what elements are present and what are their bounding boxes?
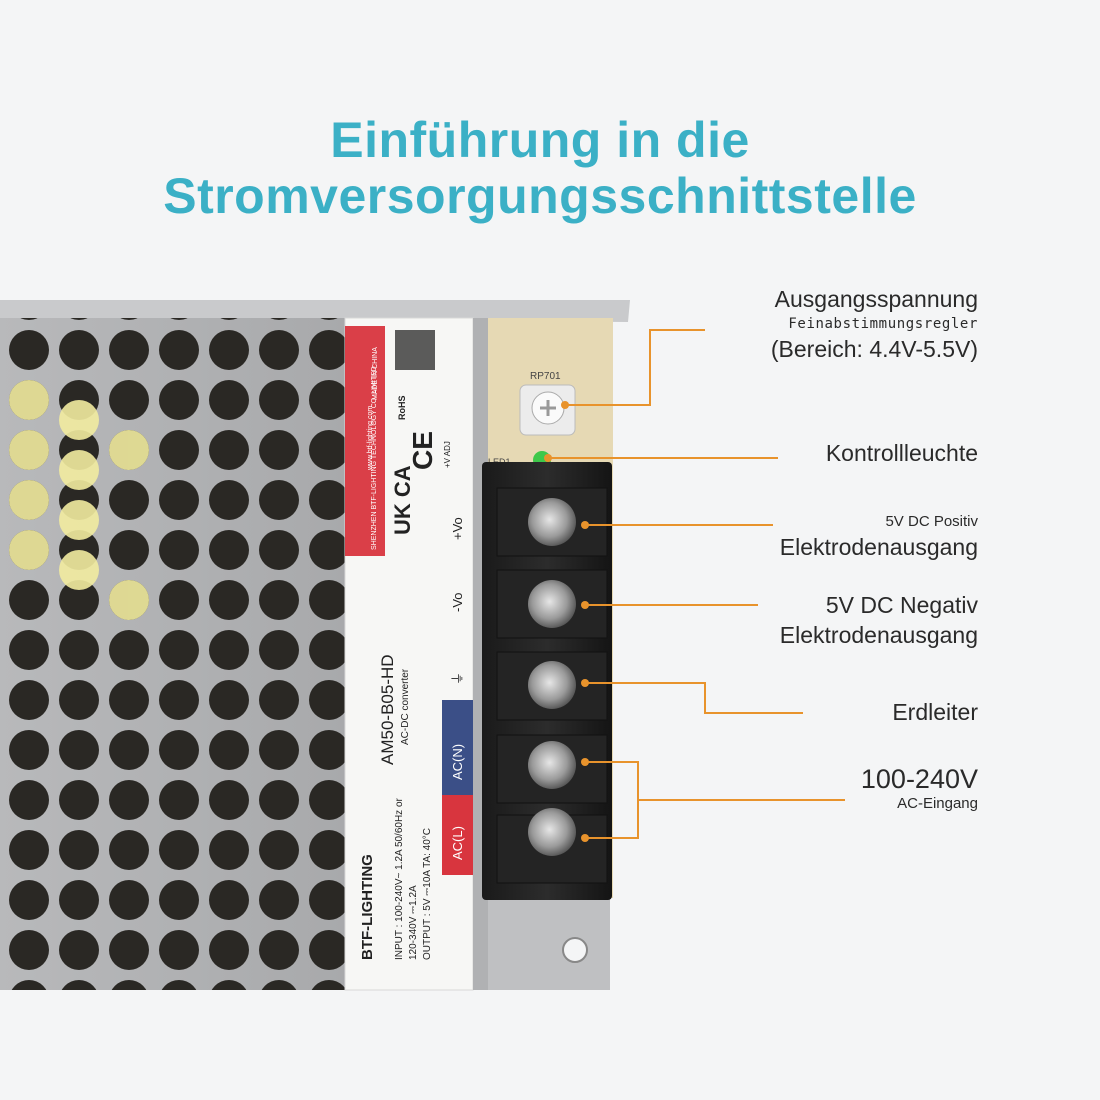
- adjuster-line-2: Feinabstimmungsregler: [788, 316, 978, 332]
- callout-positive: 5V DC Positiv Elektrodenausgang: [780, 512, 978, 562]
- label-model: AM50-B05-HD: [378, 654, 397, 765]
- title-line-1: Einführung in die: [330, 112, 750, 168]
- terminal-screws: [496, 487, 608, 884]
- label-ce: CE: [407, 431, 438, 470]
- callout-lines: [548, 329, 845, 839]
- label-website: www.btf-lighting.com: [367, 406, 374, 471]
- label-made-in: MADE IN CHINA: [372, 347, 379, 400]
- label-input: INPUT : 100-240V~ 1.2A 50/60Hz or: [394, 797, 405, 960]
- board-rp: RP701: [530, 371, 561, 382]
- negative-line-2: Elektrodenausgang: [779, 622, 978, 648]
- label-rohs: RoHS: [397, 396, 407, 421]
- callout-adjuster: Ausgangsspannung Feinabstimmungsregler (…: [771, 284, 978, 364]
- positive-line-2: Elektrodenausgang: [779, 534, 978, 560]
- callout-indicator: Kontrollleuchte: [826, 438, 978, 468]
- negative-line-1: 5V DC Negativ: [825, 592, 978, 618]
- label-company: SHENZHEN BTF-LIGHTING TECHNOLOGY CO.,LIM…: [371, 366, 378, 550]
- indicator-line-1: Kontrollleuchte: [825, 440, 978, 466]
- chassis-edge: [0, 300, 630, 322]
- label-term-pos: +Vo: [450, 517, 465, 540]
- label-term-acn: AC(N): [450, 744, 465, 780]
- adjuster-line-1: Ausgangsspannung: [774, 286, 978, 312]
- label-input2: 120-340V ⎓1.2A: [408, 885, 419, 960]
- label-term-gnd: ⏚: [450, 672, 465, 685]
- label-type: AC-DC converter: [400, 668, 411, 745]
- ground-line-1: Erdleiter: [892, 699, 978, 725]
- page-title: Einführung in die Stromversorgungsschnit…: [0, 112, 1080, 224]
- mounting-hole: [562, 937, 588, 963]
- positive-line-1: 5V DC Positiv: [885, 513, 978, 530]
- adjuster-line-3: (Bereich: 4.4V-5.5V): [770, 336, 978, 362]
- label-brand: BTF-LIGHTING: [359, 854, 376, 960]
- callout-dots: [544, 401, 589, 842]
- label-term-neg: -Vo: [450, 592, 465, 612]
- ac-line-2: AC-Eingang: [897, 795, 978, 812]
- callout-ac: 100-240V AC-Eingang: [861, 764, 978, 814]
- label-output: OUTPUT : 5V ⎓10A TA: 40°C: [422, 828, 433, 960]
- ac-line-1: 100-240V: [860, 764, 978, 794]
- title-line-2: Stromversorgungsschnittstelle: [163, 168, 917, 224]
- label-adj: +V ADJ: [443, 441, 452, 468]
- label-term-acl: AC(L): [450, 826, 465, 860]
- callout-negative: 5V DC Negativ Elektrodenausgang: [780, 590, 978, 650]
- label-ukca: UK CA: [390, 465, 415, 535]
- callout-ground: Erdleiter: [892, 697, 978, 727]
- visible-components: [9, 380, 149, 620]
